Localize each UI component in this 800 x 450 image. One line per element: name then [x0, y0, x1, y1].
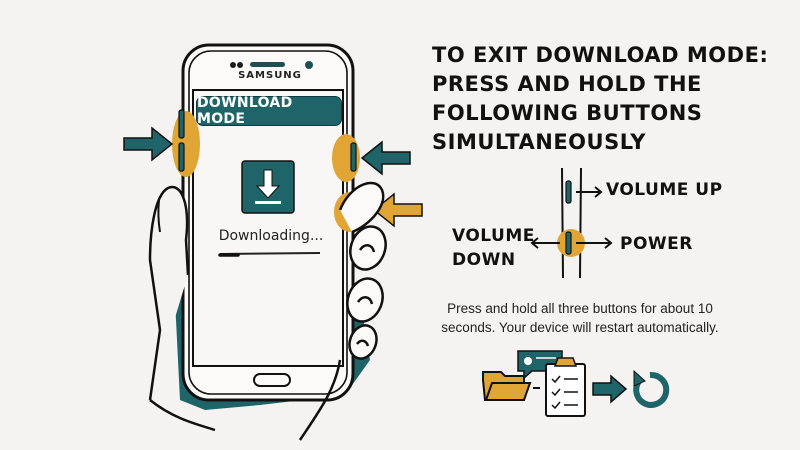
download-mode-badge: DOWNLOAD MODE [196, 95, 342, 127]
checklist-icon [545, 357, 586, 417]
power-label: POWER [620, 234, 693, 254]
volume-up-label: VOLUME UP [606, 180, 723, 200]
arrow-right-icon [123, 126, 174, 162]
arrow-left-icon [372, 192, 423, 228]
folder-icon [482, 371, 532, 401]
title-line: FOLLOWING BUTTONS [432, 101, 703, 125]
chat-bubble-icon [517, 350, 563, 380]
title-line: PRESS AND HOLD THE [432, 72, 702, 96]
hand-fingers [298, 181, 387, 441]
download-icon [241, 160, 295, 214]
brand-label: SAMSUNG [238, 70, 302, 81]
restart-icon [633, 369, 670, 408]
button-diagram [530, 167, 613, 279]
volume-down-label-line1: VOLUME [452, 226, 535, 246]
title-line: SIMULTANEOUSLY [432, 130, 647, 154]
arrow-left-icon [360, 140, 411, 176]
volume-down-label-line2: DOWN [452, 250, 516, 270]
arrow-right-icon [592, 374, 628, 404]
phone-body [181, 43, 355, 402]
hand-thumb [148, 185, 190, 401]
title-line: TO EXIT DOWNLOAD MODE: [432, 43, 769, 67]
instructions-title: TO EXIT DOWNLOAD MODE: PRESS AND HOLD TH… [432, 41, 772, 157]
progress-bar [218, 252, 321, 257]
instructions-description: Press and hold all three buttons for abo… [441, 301, 719, 335]
downloading-status: Downloading... [218, 228, 324, 244]
